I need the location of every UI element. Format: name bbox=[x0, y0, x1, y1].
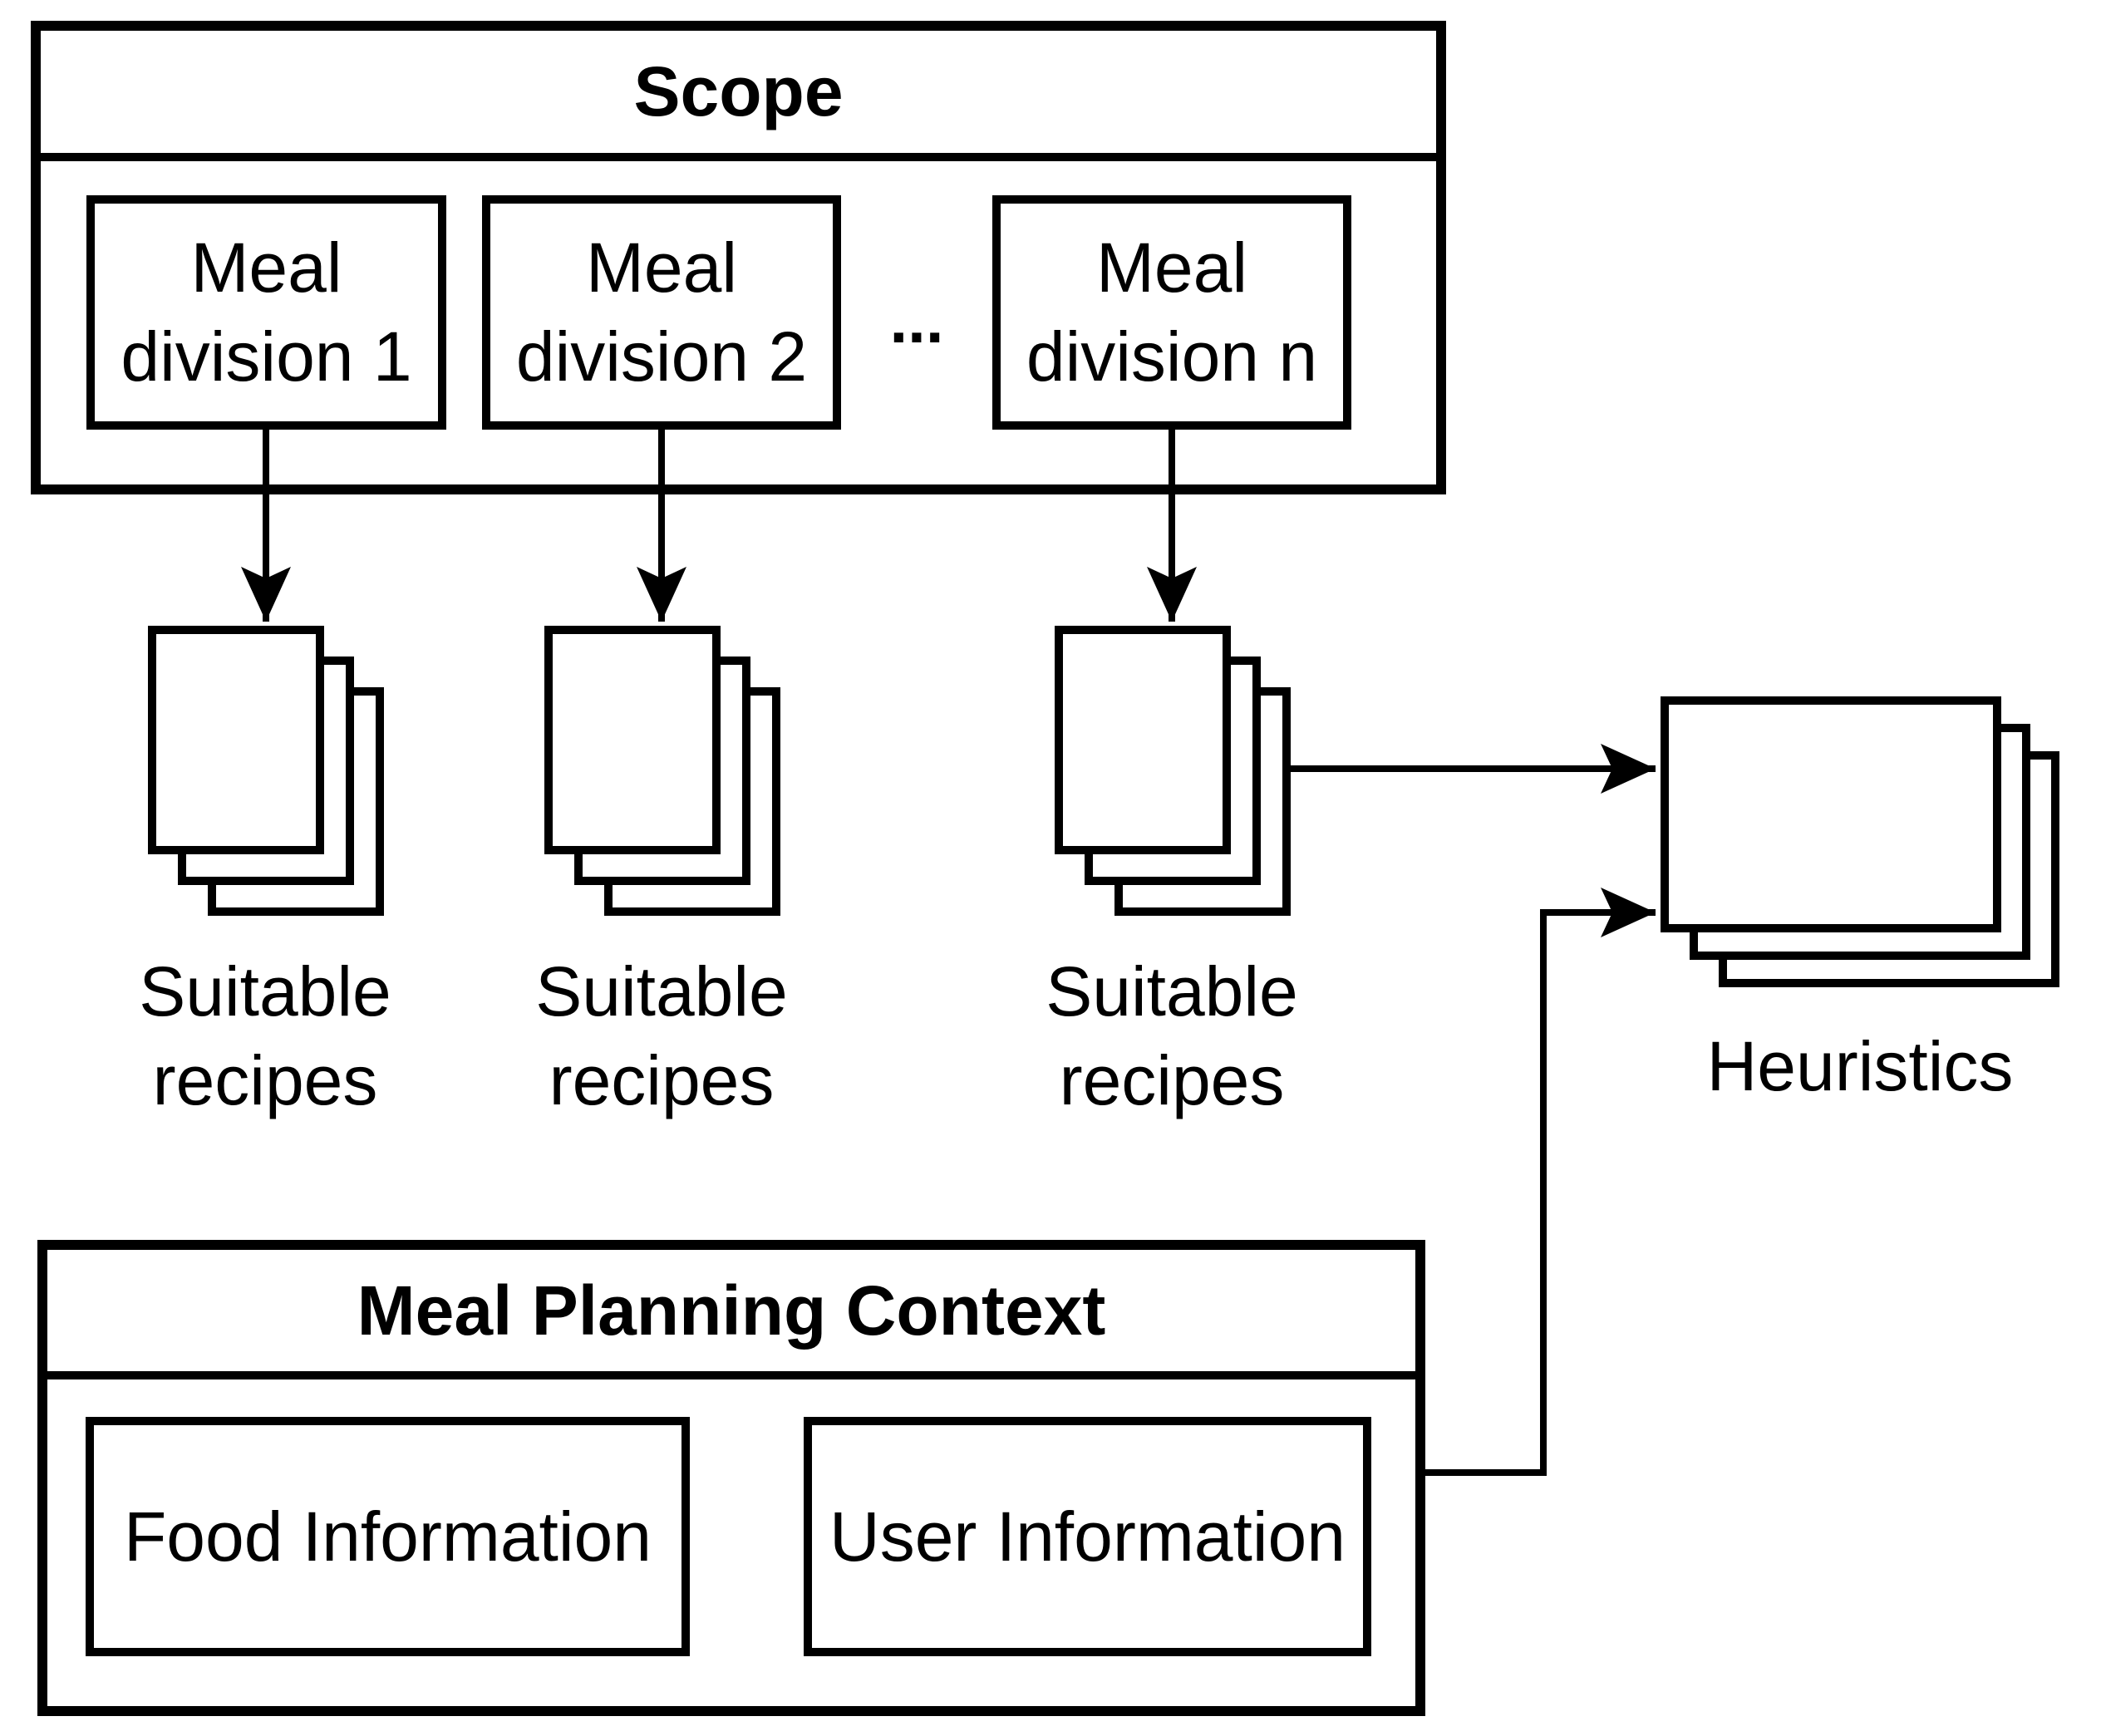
meal-division-1-box: Meal division 1 bbox=[86, 195, 446, 430]
divisions-ellipsis: ... bbox=[889, 283, 944, 357]
food-information-box: Food Information bbox=[86, 1417, 690, 1656]
user-information-box: User Information bbox=[804, 1417, 1371, 1656]
stack-page-front-icon bbox=[1055, 626, 1231, 854]
suitable-recipes-label-1: Suitable recipes bbox=[139, 952, 391, 1119]
arrow-context-to-heuristics bbox=[1425, 888, 1656, 1476]
stack-page-front-icon bbox=[544, 626, 721, 854]
meal-division-n-box: Meal division n bbox=[992, 195, 1351, 430]
stack-page-front-icon bbox=[148, 626, 324, 854]
heuristics-label: Heuristics bbox=[1706, 1027, 2014, 1105]
meal-planning-context-header: Meal Planning Context bbox=[47, 1250, 1415, 1379]
meal-division-2-label: Meal division 2 bbox=[515, 229, 808, 396]
meal-division-1-label: Meal division 1 bbox=[121, 229, 412, 396]
suitable-recipes-label-3: Suitable recipes bbox=[1046, 952, 1298, 1119]
stack-page-front-icon bbox=[1661, 696, 2001, 932]
user-information-label: User Information bbox=[829, 1497, 1346, 1576]
meal-division-n-label: Meal division n bbox=[1026, 229, 1318, 396]
scope-header: Scope bbox=[41, 31, 1436, 161]
meal-planning-context-title: Meal Planning Context bbox=[357, 1271, 1106, 1350]
meal-division-2-box: Meal division 2 bbox=[482, 195, 841, 430]
scope-title: Scope bbox=[633, 52, 844, 130]
food-information-label: Food Information bbox=[123, 1497, 652, 1576]
suitable-recipes-label-2: Suitable recipes bbox=[535, 952, 788, 1119]
